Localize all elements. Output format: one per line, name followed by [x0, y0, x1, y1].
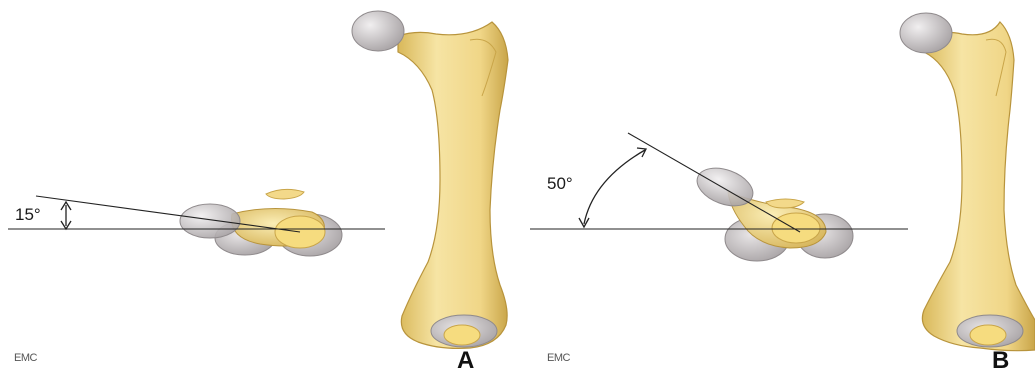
femur-standing-b: [900, 13, 1035, 351]
femur-axial-view-a: [180, 189, 342, 256]
panel-letter-a: A: [457, 347, 474, 374]
angle-arrow-a: [61, 202, 71, 229]
neck-axis-line-b: [628, 133, 800, 232]
panel-a: 15° A EMC: [8, 11, 508, 374]
panel-letter-b: B: [992, 347, 1009, 374]
angle-label-b: 50°: [547, 174, 573, 193]
panel-b: 50° B EMC: [530, 13, 1035, 374]
credit-b: EMC: [547, 352, 571, 364]
femur-axial-view-b: [692, 161, 853, 261]
angle-label-a: 15°: [15, 205, 41, 224]
credit-a: EMC: [14, 352, 38, 364]
femur-standing-a: [352, 11, 508, 348]
angle-arrow-b: [579, 148, 646, 227]
